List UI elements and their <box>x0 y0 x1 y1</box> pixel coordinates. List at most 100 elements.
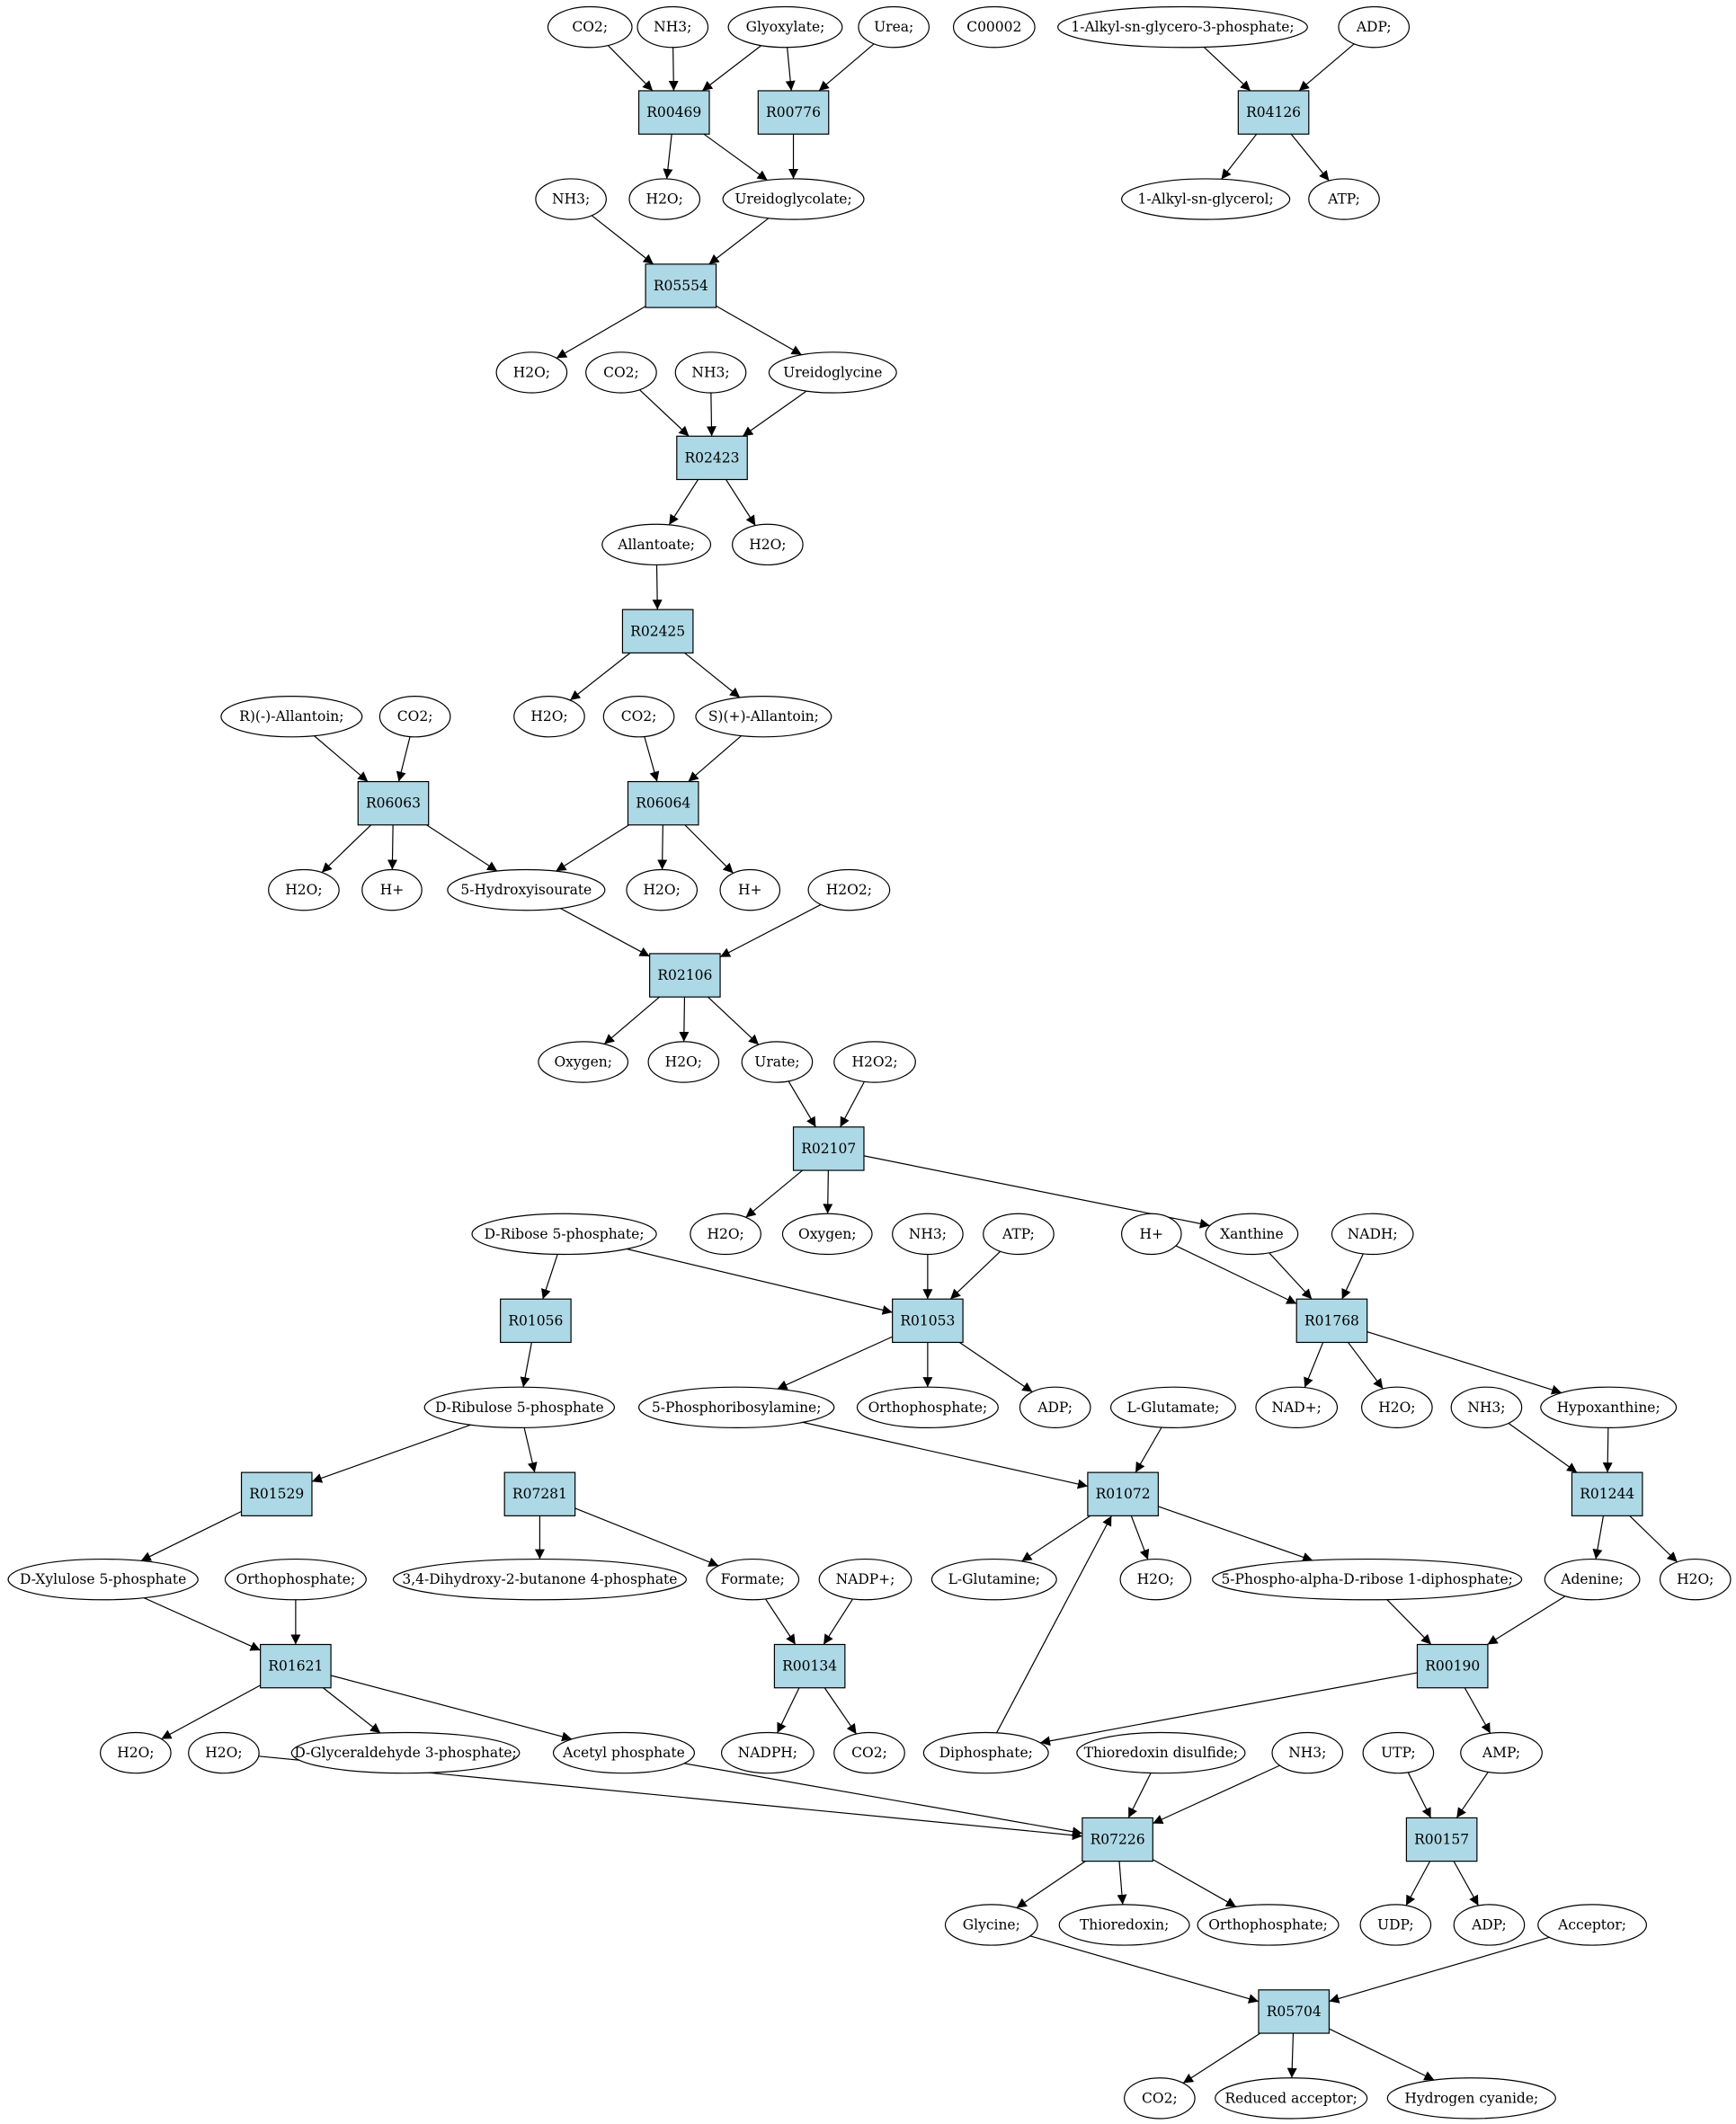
compound-node-nadh[interactable]: NADH; <box>1331 1213 1414 1256</box>
compound-node-nadph[interactable]: NADPH; <box>720 1731 815 1774</box>
compound-ellipse[interactable] <box>722 178 865 220</box>
compound-ellipse[interactable] <box>290 1731 521 1774</box>
compound-ellipse[interactable] <box>1212 1558 1523 1601</box>
compound-ellipse[interactable] <box>220 696 363 738</box>
compound-ellipse[interactable] <box>1057 5 1308 49</box>
compound-ellipse[interactable] <box>447 868 606 911</box>
compound-ellipse[interactable] <box>513 696 585 738</box>
reaction-node-r01621[interactable]: R01621 <box>260 1643 332 1689</box>
compound-node-r-allantoin[interactable]: R)(-)-Allantoin; <box>220 696 363 738</box>
reaction-node-r00157[interactable]: R00157 <box>1405 1817 1478 1862</box>
compound-node-glyoxylate[interactable]: Glyoxylate; <box>727 5 843 49</box>
compound-node-nad[interactable]: NAD+; <box>1255 1386 1339 1428</box>
compound-node-acetyl-phosphate[interactable]: Acetyl phosphate <box>552 1731 695 1774</box>
compound-node-nh3[interactable]: NH3; <box>1271 1731 1344 1774</box>
compound-node-oxygen[interactable]: Oxygen; <box>781 1213 873 1256</box>
reaction-node-r00469[interactable]: R00469 <box>637 90 710 135</box>
compound-node-nh3[interactable]: NH3; <box>1450 1386 1523 1428</box>
compound-node-l-glutamate[interactable]: L-Glutamate; <box>1109 1386 1236 1428</box>
compound-ellipse[interactable] <box>647 1041 720 1083</box>
reaction-box[interactable] <box>649 953 721 998</box>
compound-node-co2[interactable]: CO2; <box>378 696 451 738</box>
reaction-node-r01072[interactable]: R01072 <box>1087 1471 1159 1516</box>
compound-ellipse[interactable] <box>378 696 451 738</box>
compound-ellipse[interactable] <box>944 1904 1038 1946</box>
compound-node-d-ribulose-5-phosphate[interactable]: D-Ribulose 5-phosphate <box>423 1386 615 1428</box>
compound-node-nadp[interactable]: NADP+; <box>818 1558 913 1601</box>
compound-node-atp[interactable]: ATP; <box>1308 178 1380 220</box>
compound-ellipse[interactable] <box>858 5 930 49</box>
compound-node-co2[interactable]: CO2; <box>833 1731 905 1774</box>
compound-ellipse[interactable] <box>690 1213 761 1256</box>
compound-node-glycine[interactable]: Glycine; <box>944 1904 1038 1946</box>
compound-node-allantoate[interactable]: Allantoate; <box>601 523 712 566</box>
compound-node-h2o[interactable]: H2O; <box>690 1213 761 1256</box>
compound-ellipse[interactable] <box>100 1731 172 1774</box>
compound-ellipse[interactable] <box>732 523 804 566</box>
compound-ellipse[interactable] <box>392 1558 687 1601</box>
reaction-box[interactable] <box>357 780 430 826</box>
compound-node-d-glyceraldehyde-3-phosphate[interactable]: D-Glyceraldehyde 3-phosphate; <box>290 1731 521 1774</box>
reaction-box[interactable] <box>1087 1471 1159 1516</box>
compound-node-amp[interactable]: AMP; <box>1460 1731 1543 1774</box>
compound-ellipse[interactable] <box>727 5 843 49</box>
compound-node-1-alkyl-sn-glycero-3-phosphate[interactable]: 1-Alkyl-sn-glycero-3-phosphate; <box>1057 5 1308 49</box>
compound-ellipse[interactable] <box>1121 1213 1182 1256</box>
compound-node-urate[interactable]: Urate; <box>741 1041 814 1083</box>
compound-ellipse[interactable] <box>471 1213 657 1256</box>
compound-node-orthophosphate[interactable]: Orthophosphate; <box>224 1558 367 1601</box>
compound-node-oxygen[interactable]: Oxygen; <box>538 1041 629 1083</box>
compound-ellipse[interactable] <box>1359 1904 1432 1946</box>
compound-node-h2o[interactable]: H2O; <box>495 351 568 394</box>
compound-node-3-4-dihydroxy-2-butanone-4-phosphate[interactable]: 3,4-Dihydroxy-2-butanone 4-phosphate <box>392 1558 687 1601</box>
compound-node-h2o[interactable]: H2O; <box>628 178 701 220</box>
compound-ellipse[interactable] <box>807 868 891 911</box>
compound-node-h2o[interactable]: H2O; <box>732 523 804 566</box>
compound-ellipse[interactable] <box>1121 178 1291 220</box>
compound-node-l-glutamine[interactable]: L-Glutamine; <box>930 1558 1057 1601</box>
compound-node-co2[interactable]: CO2; <box>547 5 633 49</box>
reaction-box[interactable] <box>645 263 717 308</box>
compound-node-udp[interactable]: UDP; <box>1359 1904 1432 1946</box>
reaction-node-r07226[interactable]: R07226 <box>1082 1817 1153 1862</box>
compound-ellipse[interactable] <box>1215 2077 1368 2120</box>
compound-ellipse[interactable] <box>781 1213 873 1256</box>
compound-node-h2o[interactable]: H2O; <box>1361 1386 1433 1428</box>
reaction-box[interactable] <box>621 609 694 653</box>
reaction-node-r02425[interactable]: R02425 <box>621 609 694 653</box>
compound-ellipse[interactable] <box>1308 178 1380 220</box>
compound-ellipse[interactable] <box>628 178 701 220</box>
reaction-box[interactable] <box>503 1471 576 1516</box>
reaction-box[interactable] <box>1571 1471 1643 1516</box>
reaction-node-r05554[interactable]: R05554 <box>645 263 717 308</box>
compound-ellipse[interactable] <box>1450 1386 1523 1428</box>
compound-ellipse[interactable] <box>818 1558 913 1601</box>
compound-ellipse[interactable] <box>952 5 1036 49</box>
compound-ellipse[interactable] <box>637 1386 835 1428</box>
compound-node-co2[interactable]: CO2; <box>1124 2077 1196 2120</box>
compound-node-h2o[interactable]: H2O; <box>268 868 340 911</box>
compound-ellipse[interactable] <box>1058 1904 1190 1946</box>
compound-ellipse[interactable] <box>538 1041 629 1083</box>
compound-node-hydrogen-cyanide[interactable]: Hydrogen cyanide; <box>1386 2077 1556 2120</box>
reaction-box[interactable] <box>773 1643 846 1689</box>
compound-node-h2o[interactable]: H2O; <box>647 1041 720 1083</box>
compound-ellipse[interactable] <box>224 1558 367 1601</box>
compound-node-urea[interactable]: Urea; <box>858 5 930 49</box>
compound-node-nh3[interactable]: NH3; <box>674 351 747 394</box>
compound-node-nh3[interactable]: NH3; <box>892 1213 964 1256</box>
reaction-node-r05704[interactable]: R05704 <box>1258 1989 1331 2034</box>
compound-node-formate[interactable]: Formate; <box>706 1558 800 1601</box>
compound-ellipse[interactable] <box>1197 1904 1340 1946</box>
reaction-node-r01244[interactable]: R01244 <box>1571 1471 1643 1516</box>
reaction-box[interactable] <box>1416 1643 1489 1689</box>
compound-ellipse[interactable] <box>856 1386 999 1428</box>
compound-ellipse[interactable] <box>720 1731 815 1774</box>
compound-node-hypoxanthine[interactable]: Hypoxanthine; <box>1540 1386 1678 1428</box>
compound-node-h2o2[interactable]: H2O2; <box>833 1041 916 1083</box>
compound-node-thioredoxin[interactable]: Thioredoxin; <box>1058 1904 1190 1946</box>
reaction-box[interactable] <box>627 780 699 826</box>
compound-node-1-alkyl-sn-glycerol[interactable]: 1-Alkyl-sn-glycerol; <box>1121 178 1291 220</box>
compound-ellipse[interactable] <box>1109 1386 1236 1428</box>
reaction-node-r01529[interactable]: R01529 <box>240 1471 313 1516</box>
